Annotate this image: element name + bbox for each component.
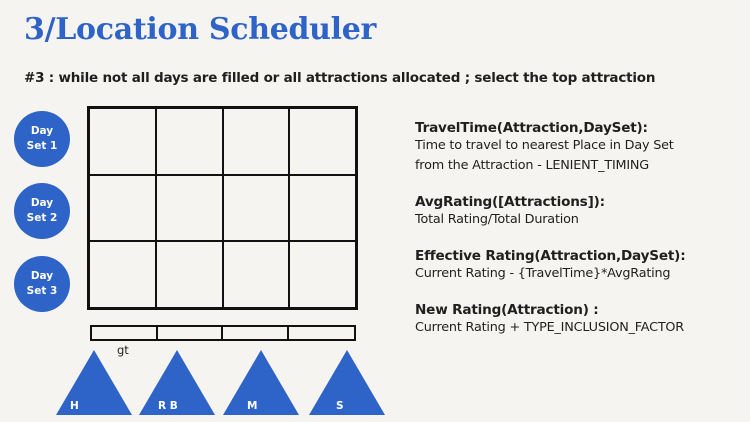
grid-cell — [155, 174, 223, 242]
definition-heading: New Rating(Attraction) : — [415, 302, 599, 318]
queue-segment — [289, 327, 355, 339]
grid-cell — [289, 108, 356, 175]
definition-travel-time: TravelTime(Attraction,DaySet): Time to t… — [415, 120, 745, 176]
grid-cell — [155, 108, 223, 175]
definition-heading: AvgRating([Attractions]): — [415, 194, 605, 210]
day-set-3-line2: Set 3 — [26, 285, 58, 297]
grid-cell — [155, 241, 223, 308]
definitions-panel: TravelTime(Attraction,DaySet): Time to t… — [415, 120, 745, 356]
definition-line: from the Attraction - LENIENT_TIMING — [415, 158, 650, 173]
day-set-3-line1: Day — [30, 270, 54, 282]
attraction-type-triangle-h: H — [55, 348, 133, 416]
definition-avg-rating: AvgRating([Attractions]): Total Rating/T… — [415, 194, 745, 230]
attraction-type-triangle-s: S — [308, 348, 386, 416]
triangle-label: M — [247, 400, 258, 412]
definition-line: Current Rating + TYPE_INCLUSION_FACTOR — [415, 320, 684, 335]
triangle-label: S — [336, 400, 344, 412]
page-subtitle: #3 : while not all days are filled or al… — [24, 70, 656, 86]
grid-cell — [89, 108, 156, 175]
definition-line: Current Rating - {TravelTime}*AvgRating — [415, 266, 671, 281]
day-set-1-line2: Set 1 — [26, 140, 58, 152]
triangle-label: R B — [158, 400, 178, 412]
triangle-label: H — [70, 400, 79, 412]
definition-new-rating: New Rating(Attraction) : Current Rating … — [415, 302, 745, 338]
definition-heading: Effective Rating(Attraction,DaySet): — [415, 248, 686, 264]
definition-heading: TravelTime(Attraction,DaySet): — [415, 120, 648, 136]
schedule-grid — [87, 106, 358, 310]
grid-cell — [289, 241, 356, 308]
day-set-2-line1: Day — [30, 197, 54, 209]
definition-effective-rating: Effective Rating(Attraction,DaySet): Cur… — [415, 248, 745, 284]
grid-cell — [222, 241, 290, 308]
queue-segment — [223, 327, 289, 339]
grid-cell — [89, 174, 156, 242]
grid-cell — [222, 108, 290, 175]
attraction-type-triangle-m: M — [222, 348, 300, 416]
queue-segment — [158, 327, 223, 339]
definition-line: Total Rating/Total Duration — [415, 212, 579, 227]
grid-cell — [222, 174, 290, 242]
day-set-1-line1: Day — [30, 125, 54, 137]
page-title: 3/Location Scheduler — [24, 12, 377, 47]
definition-line: Time to travel to nearest Place in Day S… — [415, 138, 674, 153]
attraction-type-triangle-rb: R B — [138, 348, 216, 416]
attraction-queue-bar — [90, 325, 356, 341]
grid-cell — [89, 241, 156, 308]
grid-cell — [289, 174, 356, 242]
queue-segment — [92, 327, 158, 339]
gt-label: gt — [117, 343, 129, 357]
day-set-2-line2: Set 2 — [26, 212, 58, 224]
